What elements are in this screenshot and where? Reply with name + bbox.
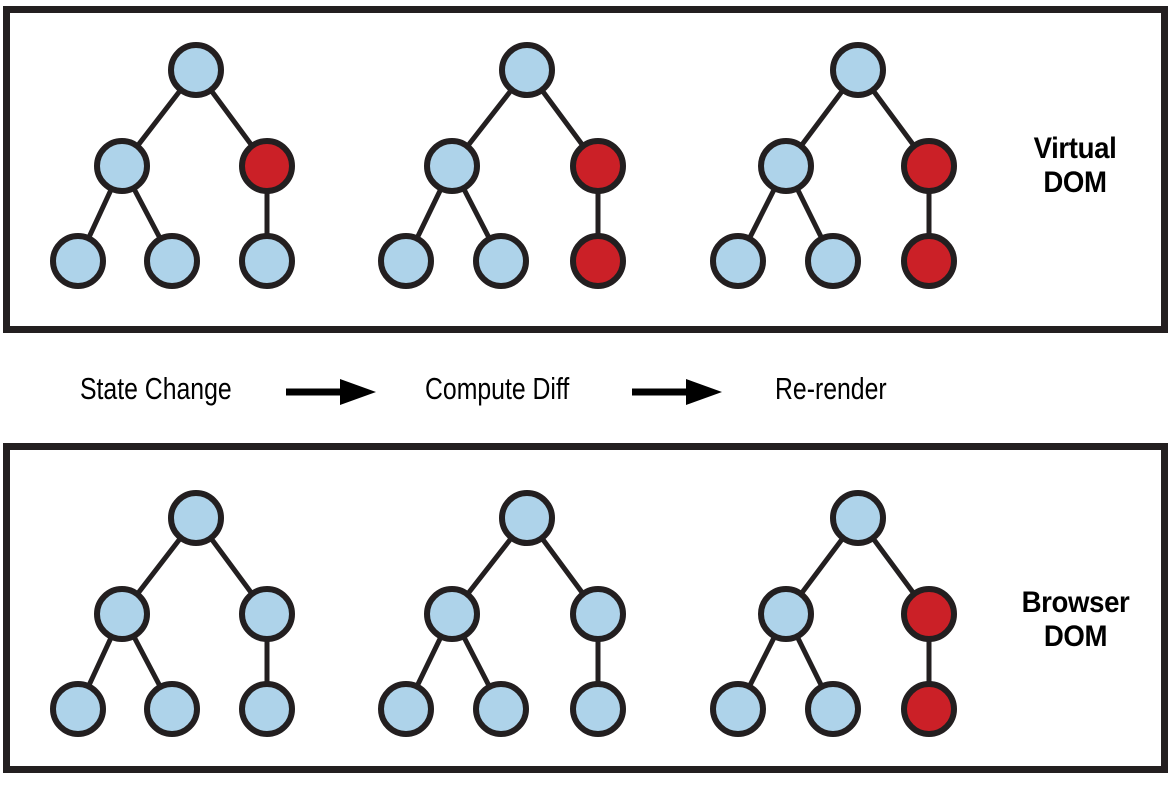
flow-step-state-change: State Change — [80, 371, 232, 406]
tree-node — [830, 490, 886, 546]
flow-sequence: State Change Compute Diff Re-render — [0, 355, 1010, 425]
tree-node — [378, 681, 434, 737]
tree-node — [570, 586, 626, 642]
tree-nodes — [710, 42, 957, 289]
tree-node — [239, 681, 295, 737]
tree-node-changed — [570, 138, 626, 194]
right-arrow-icon — [632, 379, 722, 405]
tree-virtual-dom-stage-1 — [50, 42, 295, 289]
flow-step-re-render: Re-render — [775, 371, 887, 406]
tree-nodes — [50, 490, 295, 737]
tree-nodes — [710, 490, 957, 737]
tree-node — [239, 233, 295, 289]
tree-node — [499, 490, 555, 546]
flow-step-compute-diff: Compute Diff — [425, 371, 570, 406]
browser-dom-tree-group — [50, 490, 957, 737]
tree-node — [758, 586, 814, 642]
tree-node — [710, 681, 766, 737]
tree-node — [144, 233, 200, 289]
tree-browser-dom-stage-2 — [378, 490, 626, 737]
tree-node-changed — [901, 681, 957, 737]
tree-node — [805, 681, 861, 737]
tree-node — [473, 233, 529, 289]
tree-node — [50, 681, 106, 737]
right-arrow-icon — [286, 379, 376, 405]
tree-node — [50, 233, 106, 289]
tree-node — [239, 586, 295, 642]
tree-virtual-dom-stage-2 — [378, 42, 626, 289]
tree-node — [473, 681, 529, 737]
tree-node — [94, 586, 150, 642]
tree-node — [710, 233, 766, 289]
tree-node — [168, 490, 224, 546]
tree-node — [805, 233, 861, 289]
tree-node — [499, 42, 555, 98]
tree-node — [424, 138, 480, 194]
tree-nodes — [378, 490, 626, 737]
tree-node — [94, 138, 150, 194]
tree-node-changed — [901, 138, 957, 194]
virtual-dom-tree-group — [50, 42, 957, 289]
tree-node-changed — [570, 233, 626, 289]
tree-virtual-dom-stage-3 — [710, 42, 957, 289]
tree-nodes — [378, 42, 626, 289]
tree-node — [424, 586, 480, 642]
tree-browser-dom-stage-1 — [50, 490, 295, 737]
tree-node-changed — [901, 586, 957, 642]
tree-node — [830, 42, 886, 98]
tree-node — [570, 681, 626, 737]
tree-node — [144, 681, 200, 737]
panel-label-browser-dom: Browser DOM — [1021, 586, 1130, 653]
tree-node — [378, 233, 434, 289]
tree-node-changed — [239, 138, 295, 194]
tree-node-changed — [901, 233, 957, 289]
tree-node — [168, 42, 224, 98]
tree-node — [758, 138, 814, 194]
tree-browser-dom-stage-3 — [710, 490, 957, 737]
tree-nodes — [50, 42, 295, 289]
panel-label-virtual-dom: Virtual DOM — [1033, 132, 1117, 199]
